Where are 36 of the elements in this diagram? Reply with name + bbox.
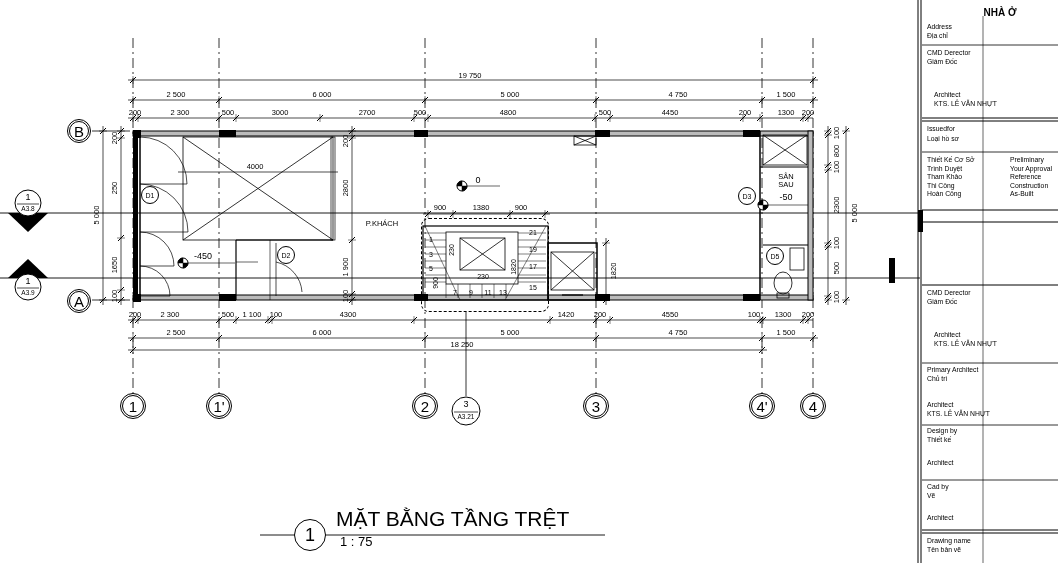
- grid-bubble: [583, 393, 609, 419]
- grid-label: 2: [419, 398, 431, 414]
- grid-label: 1': [212, 398, 226, 414]
- grid-label: 1: [127, 398, 139, 414]
- door-tag: [766, 247, 784, 265]
- drawing-title: MẶT BẰNG TẦNG TRỆT: [336, 508, 570, 529]
- section-marker: [8, 189, 48, 233]
- grid-bubble: [749, 393, 775, 419]
- grid-label: 4': [755, 398, 769, 414]
- grid-bubble: [67, 289, 91, 313]
- door-tag: [141, 186, 159, 204]
- grid-label: A: [73, 293, 85, 309]
- grid-label: 3: [590, 398, 602, 414]
- section-marker: [8, 258, 48, 302]
- grid-bubble: [206, 393, 232, 419]
- section-number: 1: [24, 193, 32, 202]
- door-tag: [738, 187, 756, 205]
- grid-bubble: [67, 119, 91, 143]
- section-number: 1: [24, 277, 32, 286]
- grid-bubble: [412, 393, 438, 419]
- section-number: 3: [462, 400, 470, 409]
- grid-label: B: [73, 123, 85, 139]
- detail-marker: [451, 396, 481, 426]
- grid-label: 4: [807, 398, 819, 414]
- leader-line: [465, 311, 467, 397]
- title-block-heading: NHÀ Ở: [983, 8, 1017, 18]
- grid-bubble: [800, 393, 826, 419]
- grid-label: 1: [304, 526, 316, 544]
- door-tag: [277, 246, 295, 264]
- grid-bubble: [120, 393, 146, 419]
- elevation-label: -50: [779, 192, 793, 202]
- elevation-label: -450: [194, 251, 212, 261]
- elevation-label: 0: [475, 175, 481, 185]
- detail-callout-outline: [421, 218, 549, 312]
- title-bubble: [294, 519, 326, 551]
- scale-text: 1 : 75: [340, 534, 373, 548]
